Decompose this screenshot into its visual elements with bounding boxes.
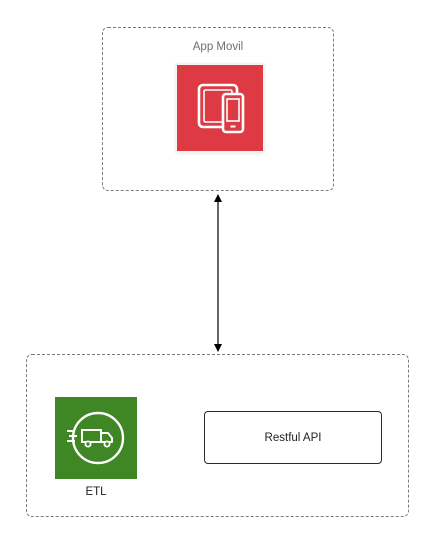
- app-movil-group-label: App Movil: [192, 41, 244, 53]
- etl-node[interactable]: [55, 397, 137, 479]
- tablet-phone-icon: [197, 83, 245, 134]
- delivery-truck-icon: [67, 411, 125, 465]
- restful-api-label: Restful API: [264, 431, 322, 444]
- mobile-device-node[interactable]: [177, 65, 263, 151]
- restful-api-node[interactable]: Restful API: [204, 411, 382, 464]
- backend-group: [26, 354, 409, 517]
- etl-label: ETL: [85, 486, 107, 498]
- app-movil-group: App Movil: [102, 27, 334, 191]
